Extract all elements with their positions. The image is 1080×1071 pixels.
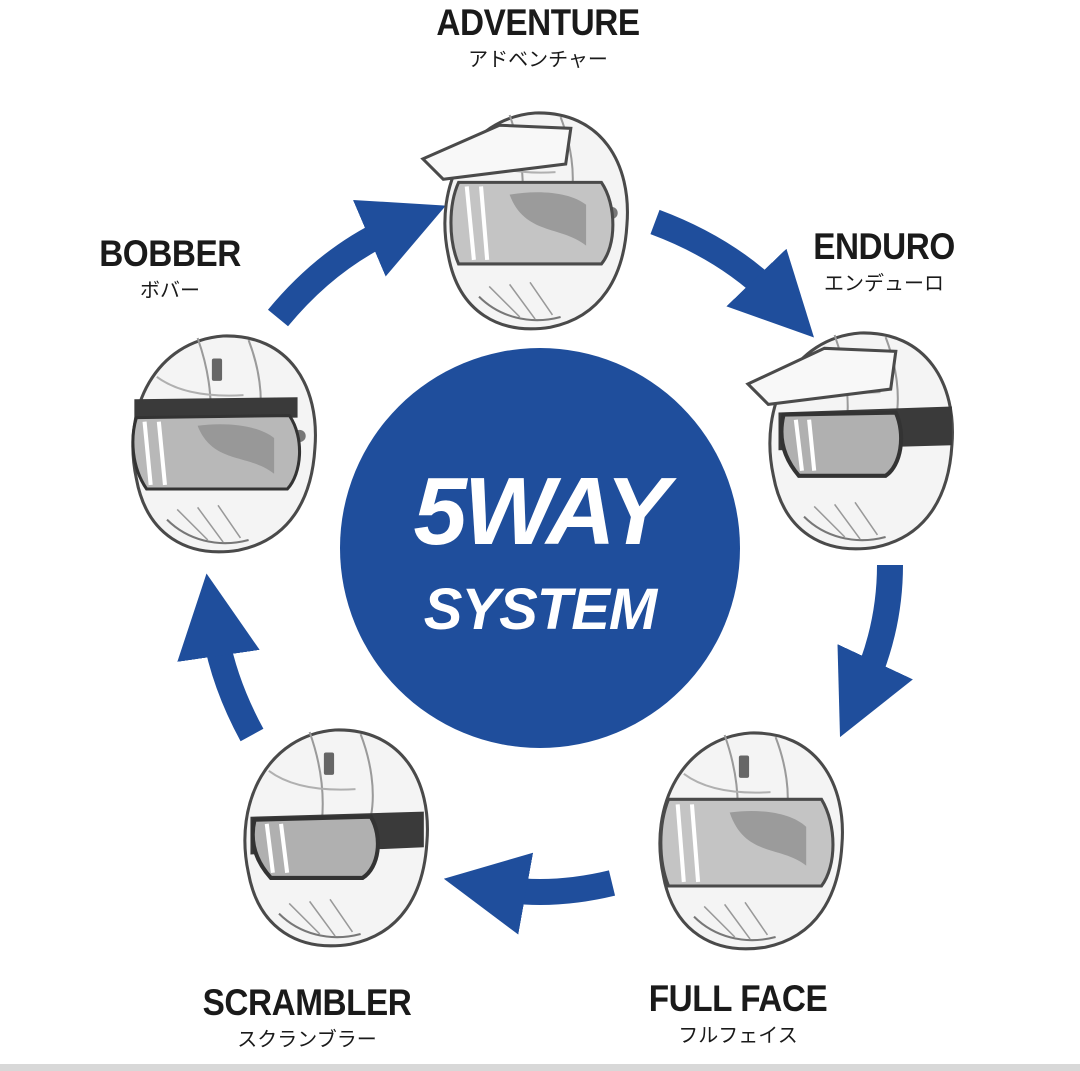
adventure-helmet-icon (420, 111, 629, 331)
arrow-bobber-to-adventure (267, 199, 446, 327)
arrow-enduro-to-fullface (837, 564, 913, 738)
arrow-fullface-to-scrambler (443, 852, 616, 935)
enduro-helmet-icon (745, 331, 954, 551)
arrow-adventure-to-enduro (650, 209, 815, 338)
mode-name-en: ENDURO (813, 226, 955, 267)
scrambler-helmet-icon (243, 728, 429, 948)
mode-name-en: BOBBER (99, 233, 241, 274)
mode-name-ja: スクランブラー (237, 1027, 377, 1051)
center-title-line1: 5WAY (413, 458, 670, 565)
full-face-helmet-icon (658, 731, 844, 951)
center-title-line2: SYSTEM (423, 577, 657, 642)
bottom-divider (0, 1064, 1080, 1071)
mode-label-bobber: BOBBER ボバー (91, 233, 248, 303)
mode-name-ja: エンデューロ (824, 271, 944, 295)
mode-name-ja: ボバー (140, 278, 200, 302)
mode-label-full-face: FULL FACE フルフェイス (639, 978, 837, 1048)
mode-label-adventure: ADVENTURE アドベンチャー (425, 2, 651, 72)
mode-label-scrambler: SCRAMBLER スクランブラー (191, 982, 423, 1052)
mode-name-en: SCRAMBLER (202, 982, 412, 1023)
arrow-scrambler-to-bobber (177, 573, 264, 742)
mode-name-en: ADVENTURE (436, 2, 640, 43)
mode-name-ja: アドベンチャー (468, 47, 608, 71)
center-circle (340, 348, 740, 748)
mode-name-en: FULL FACE (648, 978, 828, 1019)
mode-name-ja: フルフェイス (678, 1023, 798, 1047)
mode-label-enduro: ENDURO エンデューロ (805, 226, 962, 296)
bobber-helmet-icon (131, 334, 317, 554)
